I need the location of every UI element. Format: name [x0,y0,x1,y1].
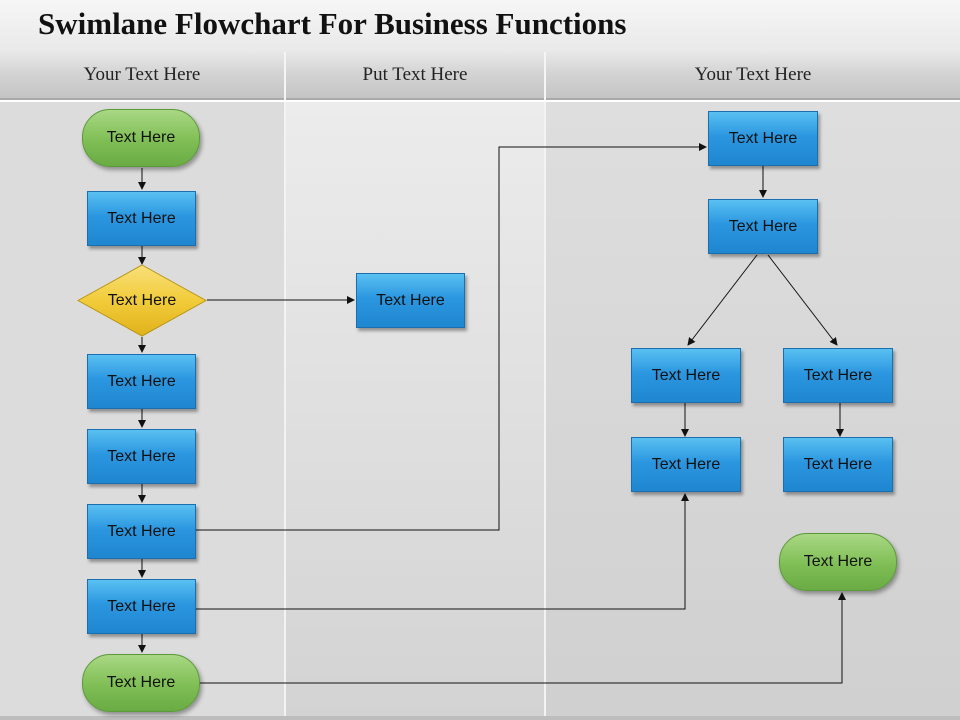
arrow-step5-to-branch-left-2 [196,493,689,610]
page-title: Swimlane Flowchart For Business Function… [38,6,627,41]
lane-header-divider [544,52,546,100]
arrow-step4-to-right-top [196,143,707,531]
process-box: Text Here [783,348,893,403]
process-box: Text Here [708,199,818,254]
end-terminator: Text Here [779,533,897,591]
process-box: Text Here [631,348,741,403]
lane-separator [284,102,286,716]
process-box: Text Here [87,354,196,409]
arrow-end-to-right-end [200,592,846,684]
arrow-right2-to-branch-right [767,254,838,346]
lane-separator [544,102,546,716]
lane-body-2 [286,102,544,716]
process-box: Text Here [708,111,818,166]
process-box: Text Here [87,504,196,559]
start-terminator: Text Here [82,109,200,167]
lane-header-2: Put Text Here [286,52,544,100]
process-box: Text Here [87,191,196,246]
process-box: Text Here [356,273,465,328]
lane-header-1: Your Text Here [0,52,284,100]
arrow-right2-to-branch-left [687,254,758,346]
title-bar [0,0,960,52]
lane-header-3: Your Text Here [546,52,960,100]
process-box: Text Here [87,429,196,484]
end-terminator: Text Here [82,654,200,712]
decision-diamond: Text Here [76,264,208,337]
process-box: Text Here [87,579,196,634]
lane-header-divider [284,52,286,100]
decision-label: Text Here [107,291,177,309]
decision-shape [76,264,208,337]
process-box: Text Here [631,437,741,492]
bottom-border [0,716,960,720]
process-box: Text Here [783,437,893,492]
